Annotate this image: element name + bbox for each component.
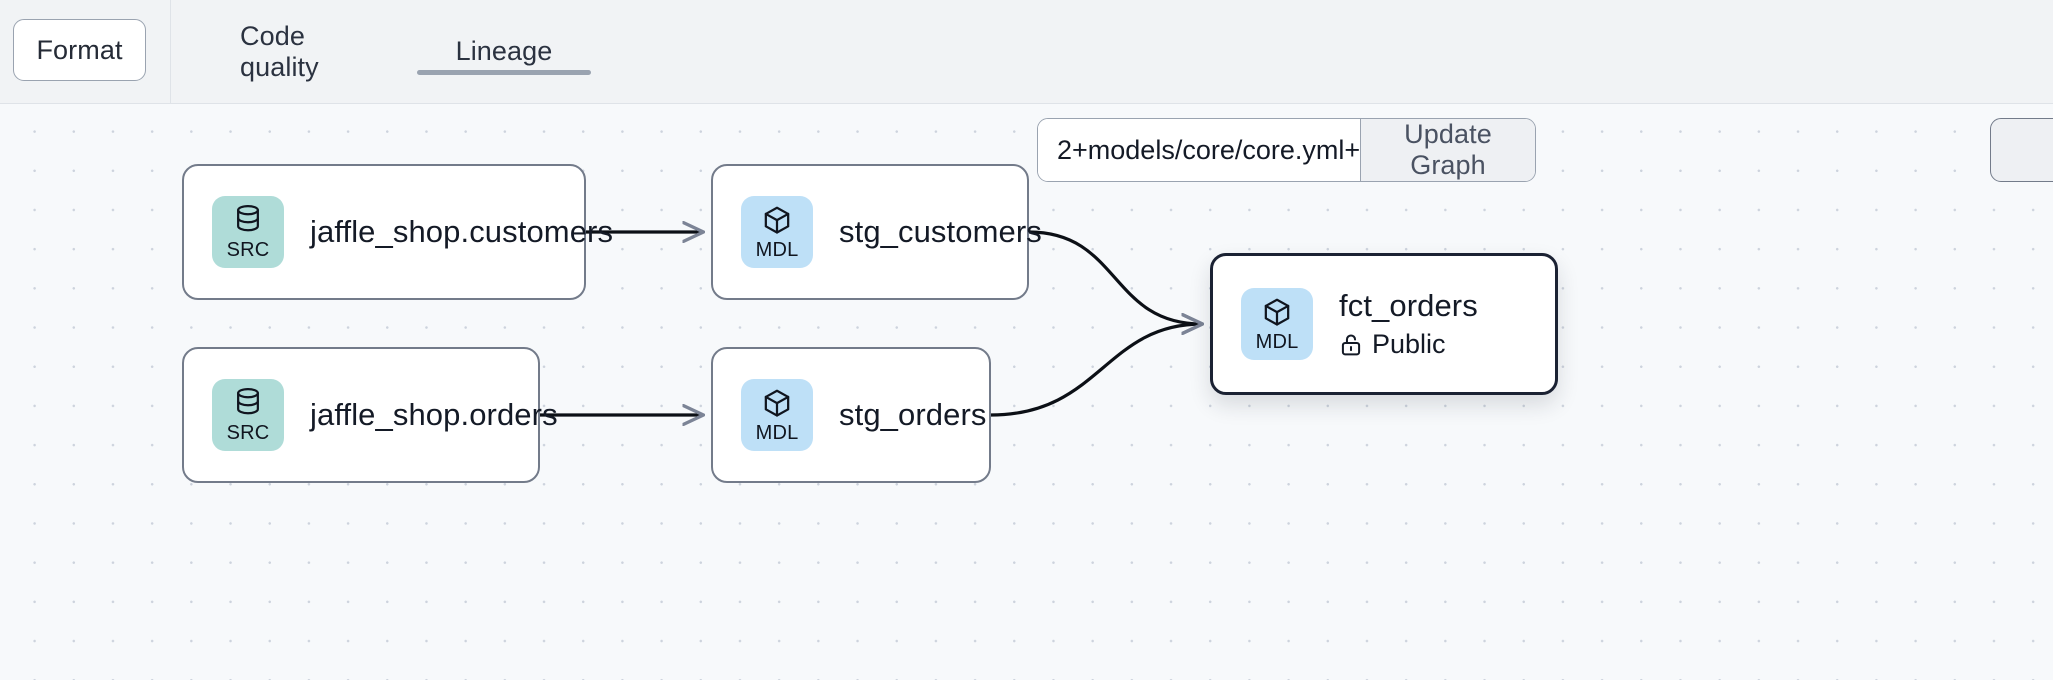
graph-controls: Update Graph	[1037, 118, 1536, 182]
node-badge-label: MDL	[755, 421, 799, 444]
node-title: jaffle_shop.customers	[310, 214, 614, 250]
node-badge-label: SRC	[226, 422, 270, 444]
node-title: stg_customers	[839, 214, 1042, 250]
node-body: stg_customers	[839, 214, 1042, 250]
tab-code-quality-label: Code quality	[240, 20, 319, 82]
node-badge-mdl: MDL	[741, 379, 813, 451]
database-icon	[233, 387, 263, 419]
node-badge-label: SRC	[226, 239, 270, 261]
node-title: jaffle_shop.orders	[310, 397, 558, 433]
tab-underline-active	[417, 70, 591, 75]
node-body: jaffle_shop.orders	[310, 397, 558, 433]
node-body: fct_orders Public	[1339, 288, 1478, 360]
graph-side-control-partial[interactable]	[1990, 118, 2053, 182]
editor-toolbar: Format Code quality Lineage	[0, 0, 2053, 104]
graph-selector-input[interactable]	[1038, 119, 1360, 181]
node-badge-label: MDL	[1255, 330, 1299, 353]
node-body: jaffle_shop.customers	[310, 214, 613, 250]
lineage-node-src-orders[interactable]: SRC jaffle_shop.orders	[182, 347, 558, 483]
toolbar-left-group: Format	[0, 0, 171, 103]
node-access-label: Public	[1372, 328, 1446, 359]
edge-stg-customers-to-fct-orders	[1028, 230, 1202, 324]
node-title: stg_orders	[839, 397, 987, 433]
cube-icon	[1262, 297, 1292, 328]
node-badge-src: SRC	[212, 196, 284, 268]
node-badge-label: MDL	[755, 238, 799, 261]
database-icon	[233, 204, 263, 236]
cube-icon	[762, 388, 792, 419]
node-badge-mdl: MDL	[741, 196, 813, 268]
edge-stg-orders-to-fct-orders	[990, 324, 1202, 417]
node-badge-mdl: MDL	[1241, 288, 1313, 360]
node-body: stg_orders	[839, 397, 986, 433]
tab-lineage-label: Lineage	[455, 36, 553, 66]
node-access-badge: Public	[1339, 329, 1478, 360]
lineage-canvas[interactable]: SRC jaffle_shop.customers MDL stg_custo	[0, 104, 2053, 680]
lineage-node-stg-customers[interactable]: MDL stg_customers	[711, 164, 1042, 300]
node-title: fct_orders	[1339, 288, 1478, 324]
lineage-node-fct-orders[interactable]: MDL fct_orders Public	[1210, 253, 1558, 395]
lineage-node-src-customers[interactable]: SRC jaffle_shop.customers	[182, 164, 613, 300]
lineage-node-stg-orders[interactable]: MDL stg_orders	[711, 347, 991, 483]
update-graph-button[interactable]: Update Graph	[1360, 119, 1535, 181]
node-badge-src: SRC	[212, 379, 284, 451]
unlock-icon	[1339, 332, 1363, 357]
tab-lineage[interactable]: Lineage	[417, 0, 591, 103]
format-button[interactable]: Format	[13, 19, 146, 81]
tab-code-quality[interactable]: Code quality	[171, 0, 365, 103]
tab-bar: Code quality Lineage	[171, 0, 591, 103]
cube-icon	[762, 205, 792, 236]
